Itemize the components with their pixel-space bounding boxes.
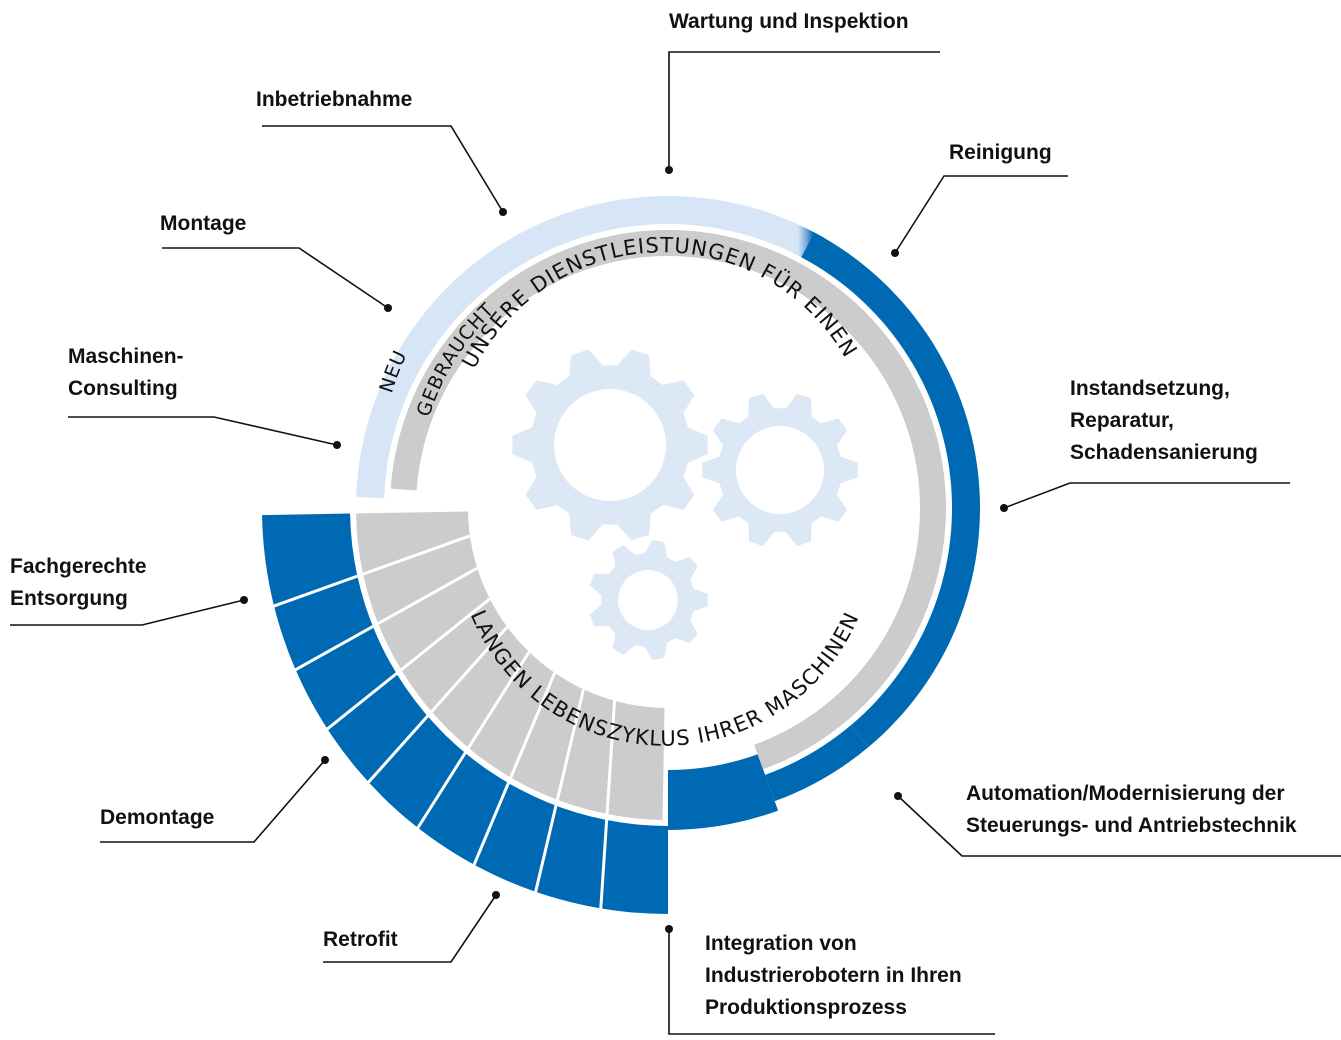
label-line: Inbetriebnahme bbox=[256, 88, 413, 111]
leader-dot bbox=[384, 304, 392, 312]
label-line: Produktionsprozess bbox=[705, 996, 907, 1019]
hatch-line bbox=[293, 566, 478, 672]
leader-dot bbox=[891, 249, 899, 257]
ring-outer-blue bbox=[801, 232, 980, 748]
label-maschinen-consulting: Maschinen- Consulting bbox=[68, 341, 184, 405]
hatch-line bbox=[271, 534, 471, 609]
gears-group bbox=[512, 349, 858, 660]
leader-dot bbox=[894, 792, 902, 800]
label-montage: Montage bbox=[160, 208, 246, 240]
leader-dot bbox=[333, 441, 341, 449]
ring-lower-left-blue bbox=[262, 513, 668, 914]
leader-line bbox=[668, 51, 940, 170]
label-line: Industrierobotern in Ihren bbox=[705, 964, 962, 987]
label-line: Consulting bbox=[68, 377, 178, 400]
leader-line bbox=[10, 599, 245, 626]
label-line: Instandsetzung, bbox=[1070, 377, 1230, 400]
label-instandsetzung: Instandsetzung, Reparatur, Schadensanierun… bbox=[1070, 373, 1258, 469]
leader-line bbox=[897, 795, 1341, 857]
gear-icon bbox=[512, 349, 708, 541]
leader-line bbox=[68, 416, 338, 446]
leader-dot bbox=[499, 208, 507, 216]
gear-hole bbox=[554, 389, 666, 501]
hatch-line bbox=[415, 651, 531, 831]
label-demontage: Demontage bbox=[100, 802, 214, 834]
leader-line bbox=[100, 759, 326, 843]
leader-dot bbox=[665, 925, 673, 933]
label-line: Reparatur, bbox=[1070, 409, 1174, 432]
label-line: Schadensanierung bbox=[1070, 441, 1258, 464]
label-reinigung: Reinigung bbox=[949, 137, 1052, 169]
leader-dot bbox=[321, 756, 329, 764]
leader-line bbox=[323, 894, 497, 963]
label-line: Retrofit bbox=[323, 928, 398, 951]
leader-line bbox=[262, 125, 504, 213]
label-line: Reinigung bbox=[949, 141, 1052, 164]
leader-line bbox=[668, 929, 995, 1035]
label-retrofit: Retrofit bbox=[323, 924, 398, 956]
label-line: Entsorgung bbox=[10, 587, 128, 610]
leader-dot bbox=[665, 166, 673, 174]
label-wartung: Wartung und Inspektion bbox=[669, 6, 909, 38]
hatch-line bbox=[471, 672, 557, 868]
leader-line bbox=[894, 175, 1068, 254]
leader-lines bbox=[10, 51, 1341, 1035]
label-line: Maschinen- bbox=[68, 345, 184, 368]
leader-dot bbox=[492, 891, 500, 899]
label-line: Fachgerechte bbox=[10, 555, 147, 578]
label-line: Wartung und Inspektion bbox=[669, 10, 909, 33]
ring-outer-new bbox=[356, 196, 775, 499]
leader-line bbox=[1003, 482, 1290, 509]
label-line: Steuerungs- und Antriebstechnik bbox=[966, 814, 1297, 837]
label-inbetriebnahme: Inbetriebnahme bbox=[256, 84, 412, 116]
hatch-line bbox=[324, 597, 491, 732]
leader-line bbox=[162, 247, 389, 309]
ring-outer-blue-2 bbox=[765, 725, 869, 802]
gear-icon bbox=[589, 540, 708, 660]
gear-hole bbox=[618, 570, 678, 630]
hatch-line bbox=[533, 688, 585, 895]
gear-hole bbox=[736, 426, 824, 514]
label-line: Automation/Modernisierung der bbox=[966, 782, 1285, 805]
label-line: Demontage bbox=[100, 806, 215, 829]
label-line: Montage bbox=[160, 212, 247, 235]
leader-dot bbox=[240, 596, 248, 604]
hatch-line bbox=[366, 625, 509, 785]
leader-dot bbox=[1000, 504, 1008, 512]
gear-icon bbox=[702, 393, 858, 547]
ring-inner-gray-lower bbox=[356, 511, 665, 820]
hatch-line bbox=[599, 700, 617, 911]
ring-retrofit-band bbox=[668, 754, 779, 830]
label-line: Integration von bbox=[705, 932, 857, 955]
